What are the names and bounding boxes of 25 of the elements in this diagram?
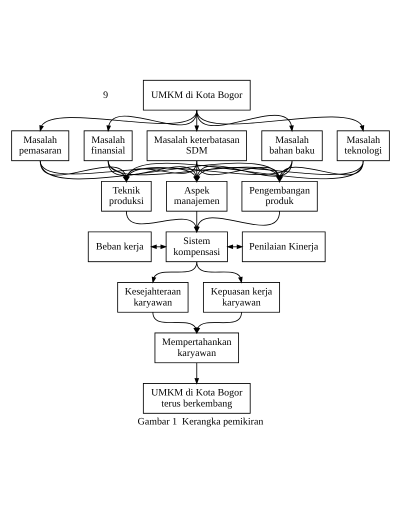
arrow bbox=[152, 260, 198, 284]
node-box: Aspek manajemen bbox=[166, 180, 228, 212]
node-box: Masalah pemasaran bbox=[11, 130, 70, 161]
node-box: Beban kerja bbox=[88, 230, 152, 262]
node-box: Masalah keterbatasan SDM bbox=[146, 130, 247, 161]
arrow bbox=[194, 362, 200, 384]
node-box: Kesejahteraan karyawan bbox=[117, 282, 188, 312]
node-box: UMKM di Kota Bogor terus berkembang bbox=[142, 382, 251, 414]
node-box: UMKM di Kota Bogor bbox=[142, 79, 251, 110]
node-box: Masalah teknologi bbox=[336, 130, 390, 161]
node-box: Sistem kompensasi bbox=[166, 230, 228, 262]
arrow bbox=[106, 109, 198, 132]
arrow bbox=[196, 260, 243, 284]
node-box: Teknik produksi bbox=[101, 180, 152, 212]
arrow bbox=[39, 109, 198, 132]
node-box: Kepuasan kerja karyawan bbox=[202, 282, 280, 312]
arrow bbox=[196, 109, 364, 132]
arrow bbox=[196, 311, 242, 334]
label: 9 bbox=[103, 89, 108, 100]
node-box: Masalah bahan baku bbox=[261, 130, 323, 161]
node-box: Penilaian Kinerja bbox=[242, 230, 326, 262]
node-box: Mempertahankan karyawan bbox=[154, 332, 240, 363]
node-box: Pengembangan produk bbox=[242, 180, 318, 212]
node-box: Masalah finansial bbox=[84, 130, 133, 161]
caption: Gambar 1 Kerangka pemikiran bbox=[138, 416, 264, 428]
